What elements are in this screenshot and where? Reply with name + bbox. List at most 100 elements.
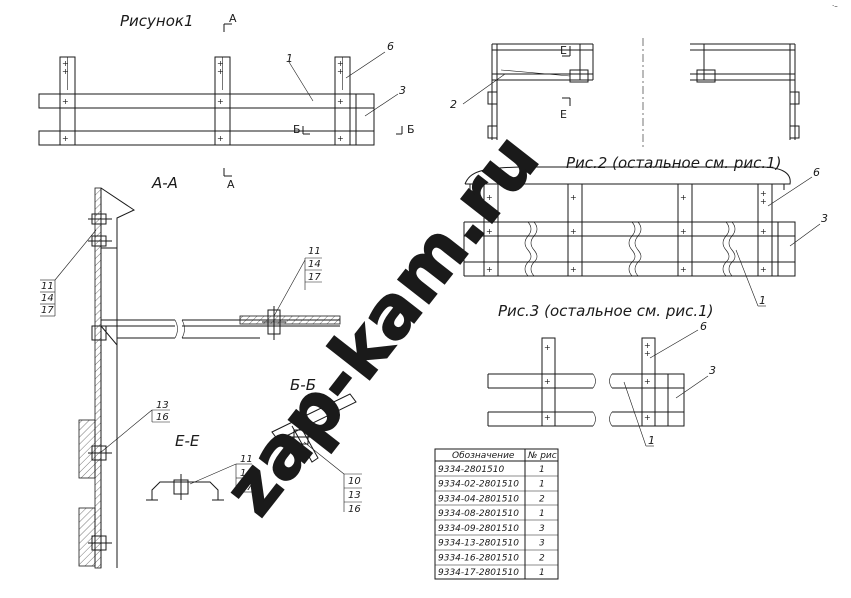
svg-text:+: + [337,67,344,76]
callout-16-b: 16 [348,504,361,515]
callout-17-left: 17 [41,305,54,316]
figure-1-title: Рисунок1 [120,12,194,30]
svg-text:+: + [644,413,651,422]
svg-text:+: + [337,59,344,68]
svg-text:+: + [337,134,344,143]
beam-view-top-right: 2 Е Е [450,38,800,148]
svg-text:+: + [570,265,577,274]
callout-2: 2 [450,98,457,111]
table-cell-designation: 9334-09-2801510 [438,524,519,534]
svg-text:+: + [62,59,69,68]
svg-text:+: + [217,97,224,106]
bracket-left: + + + + [59,56,76,146]
callout-6-fig2: 6 [813,166,820,179]
table-body: 9334-2801510 1 9334-02-2801510 1 9334-04-280… [438,465,545,578]
bracket-middle: + + + + [214,56,231,146]
svg-text:+: + [570,193,577,202]
section-mark-b-left: Б [293,123,301,136]
table-header-figure: № рис [527,451,557,461]
figure-3-title: Рис.3 (остальное см. рис.1) [498,302,714,320]
svg-text:+: + [486,193,493,202]
callout-6-fig3: 6 [700,320,707,333]
table-cell-designation: 9334-2801510 [438,465,505,475]
table-cell-figure: 2 [539,553,545,563]
table-cell-figure: 3 [539,524,545,534]
table-cell-figure: 3 [539,539,545,549]
section-mark-a-top: А [229,12,237,25]
section-e-e-title: Е-Е [175,432,200,450]
callout-10: 10 [348,476,361,487]
svg-text:+: + [680,227,687,236]
svg-text:+: + [680,265,687,274]
svg-text:+: + [680,193,687,202]
section-mark-e-bottom: Е [560,108,567,121]
callout-11-e: 11 [240,454,253,465]
callout-11-arm: 11 [308,246,321,257]
svg-text:+: + [337,97,344,106]
callout-11-left: 11 [41,281,54,292]
table-cell-figure: 1 [539,465,545,475]
section-mark-e-top: Е [560,44,567,57]
figure-2-title: Рис.2 (остальное см. рис.1) [566,154,782,172]
callout-6-fig1: 6 [387,40,394,53]
callout-13-b: 13 [348,490,361,501]
callout-3-fig1: 3 [399,84,406,97]
section-a-a-title: А-А [151,174,178,192]
rail-lower [38,130,375,146]
callout-17-e: 17 [240,482,253,493]
bracket-right: + + + + [334,56,351,146]
table-cell-designation: 9334-16-2801510 [438,553,519,563]
section-b-b: Б-Б 10 13 16 [271,376,362,515]
table-header-designation: Обозначение [452,451,515,461]
table-cell-figure: 2 [539,494,545,504]
svg-text:+: + [62,97,69,106]
figure-1: Рисунок1 А + + + + + + + + + [38,12,415,191]
corner-mark: ·– [832,2,838,10]
svg-text:+: + [544,377,551,386]
svg-text:+: + [544,343,551,352]
section-b-b-title: Б-Б [290,376,316,394]
callout-1-fig3: 1 [648,434,655,447]
svg-text:+: + [760,227,767,236]
callout-3-fig3: 3 [709,364,716,377]
table-cell-figure: 1 [539,480,545,490]
callout-1-fig2: 1 [759,294,766,307]
svg-text:+: + [760,197,767,206]
table-cell-designation: 9334-17-2801510 [438,568,519,578]
section-mark-b-right: Б [407,123,415,136]
svg-text:+: + [486,227,493,236]
svg-text:+: + [760,189,767,198]
callout-14-left: 14 [41,293,54,304]
callout-14-arm: 14 [308,259,321,270]
callout-3-fig2: 3 [821,212,828,225]
svg-text:+: + [644,377,651,386]
svg-text:+: + [544,413,551,422]
rail-upper [38,93,375,109]
svg-text:+: + [217,67,224,76]
svg-text:+: + [644,341,651,350]
table-cell-designation: 9334-04-2801510 [438,494,519,504]
figure-3: Рис.3 (остальное см. рис.1) + + + + + + … [487,302,716,447]
callout-14-e: 14 [240,468,253,479]
svg-text:+: + [760,265,767,274]
table-cell-designation: 9334-02-2801510 [438,480,519,490]
callout-13-a: 13 [156,400,169,411]
table-cell-designation: 9334-13-2801510 [438,539,519,549]
svg-text:+: + [62,67,69,76]
callout-17-arm: 17 [308,272,321,283]
svg-text:+: + [570,227,577,236]
parts-table: Обозначение № рис 9334-2801510 1 9334-02-2… [434,448,559,580]
table-cell-designation: 9334-08-2801510 [438,509,519,519]
svg-text:+: + [217,134,224,143]
section-e-e: Е-Е 11 14 17 [146,432,253,501]
callout-1-fig1: 1 [286,52,293,65]
svg-text:+: + [486,265,493,274]
callout-16-a: 16 [156,412,169,423]
svg-text:+: + [217,59,224,68]
end-plate [355,93,375,146]
figure-2: Рис.2 (остальное см. рис.1) + + + + + + … [463,154,828,307]
section-mark-a-bottom: А [227,178,235,191]
svg-text:+: + [644,349,651,358]
svg-text:+: + [62,134,69,143]
